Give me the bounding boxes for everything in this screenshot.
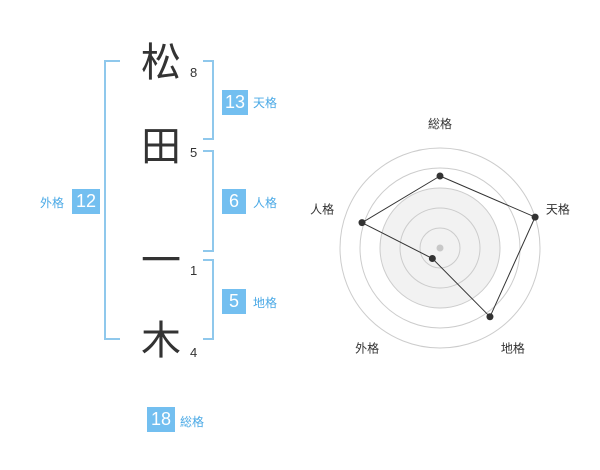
- radar-center-marker: [436, 244, 444, 252]
- soukaku-value-badge: 18: [147, 407, 175, 432]
- radar-axis-label-2: 天格: [546, 202, 570, 217]
- radar-point-3: [486, 313, 494, 321]
- radar-point-1: [436, 172, 444, 180]
- soukaku-label: 総格: [180, 415, 205, 429]
- name-char-2: 田: [141, 124, 181, 170]
- radar-axis-label-5: 人格: [310, 202, 334, 217]
- jinkaku-label: 人格: [253, 196, 278, 210]
- chikaku-label: 地格: [253, 296, 278, 310]
- name-char-1: 松: [141, 40, 181, 86]
- gaikaku-label: 外格: [40, 196, 65, 210]
- radar-point-2: [531, 213, 539, 221]
- gaikaku-bracket: [104, 60, 120, 340]
- radar-series: [358, 172, 539, 321]
- jinkaku-bracket: [203, 150, 214, 252]
- name-char-3: 一: [141, 238, 181, 284]
- stroke-count-2: 5: [190, 145, 198, 160]
- tenkaku-label: 天格: [253, 96, 278, 110]
- radar-axis-label-3: 地格: [501, 340, 525, 355]
- radar-axis-label-1: 総格: [428, 116, 452, 131]
- chikaku-value-badge: 5: [222, 289, 246, 314]
- radar-axis-label-4: 外格: [355, 340, 379, 355]
- jinkaku-value-badge: 6: [222, 189, 246, 214]
- name-char-4: 木: [141, 318, 181, 364]
- gaikaku-value-badge: 12: [72, 189, 100, 214]
- stroke-count-3: 1: [190, 263, 198, 278]
- chikaku-bracket: [203, 259, 214, 340]
- radar-point-4: [428, 255, 436, 263]
- radar-series-polygon: [360, 175, 536, 318]
- radar-point-5: [358, 219, 366, 227]
- tenkaku-bracket: [203, 60, 214, 140]
- tenkaku-value-badge: 13: [222, 90, 248, 115]
- stroke-count-4: 4: [190, 345, 198, 360]
- stroke-count-1: 8: [190, 65, 198, 80]
